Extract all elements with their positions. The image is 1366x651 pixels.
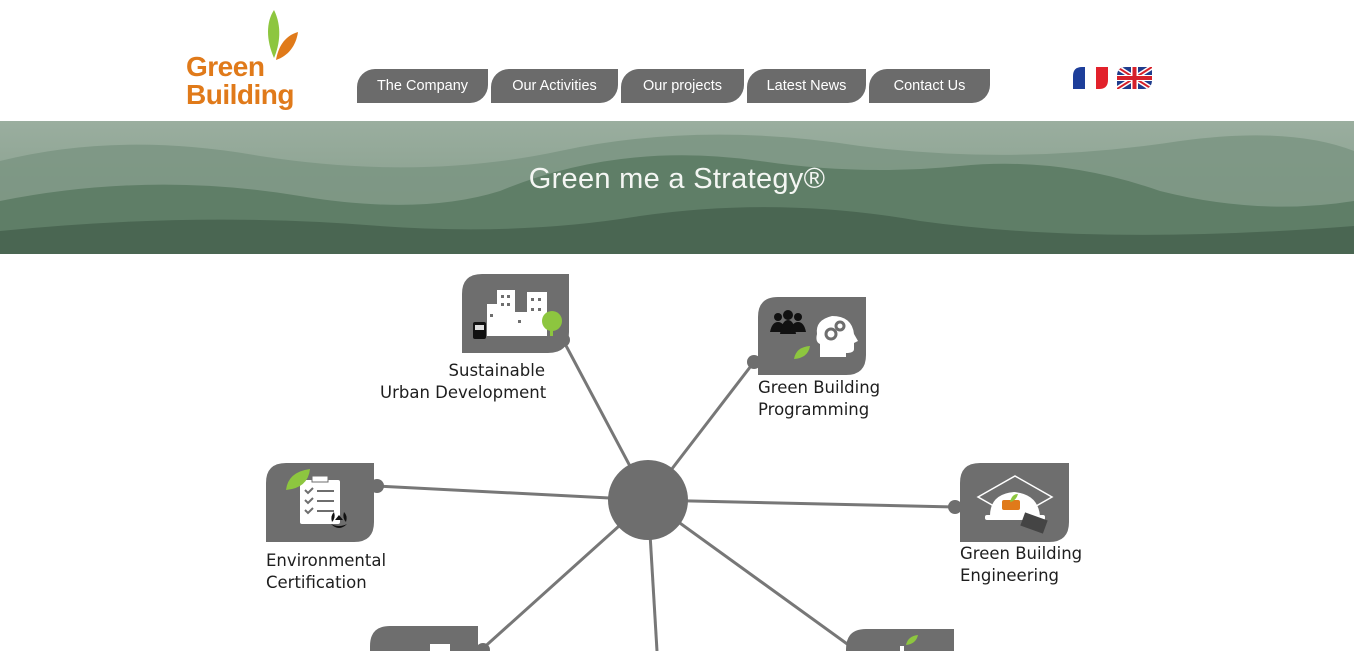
uk-flag-icon[interactable] xyxy=(1117,67,1152,89)
strategy-map: Sustainable Urban Development Green Buil… xyxy=(0,254,1354,651)
node-label-environmental-certification[interactable]: Environmental Certification xyxy=(266,550,386,594)
strategy-connectors xyxy=(266,274,1069,651)
nav-item-our-projects[interactable]: Our projects xyxy=(621,69,744,103)
bottom-left-node-icon xyxy=(370,626,478,651)
nav-item-contact-us[interactable]: Contact Us xyxy=(869,69,990,103)
nav-item-latest-news[interactable]: Latest News xyxy=(747,69,866,103)
logo-text-building: Building xyxy=(186,79,294,110)
site-header: Green Building The Company Our Activitie… xyxy=(0,0,1366,121)
node-label-line: Green Building xyxy=(960,544,1083,563)
node-label-line: Urban Development xyxy=(380,383,547,402)
nav-item-our-activities[interactable]: Our Activities xyxy=(491,69,618,103)
bottom-right-node-icon xyxy=(846,629,954,651)
french-flag-icon[interactable] xyxy=(1073,67,1108,89)
node-label-line: Sustainable xyxy=(448,361,545,380)
node-label-sustainable-urban-development[interactable]: Sustainable Urban Development xyxy=(380,360,547,404)
mountain-background xyxy=(0,121,1354,254)
green-building-logo[interactable]: Green Building xyxy=(184,8,304,114)
banner-title: Green me a Strategy® xyxy=(528,163,826,195)
strategy-center-hub xyxy=(608,460,688,540)
sustainable-city-icon xyxy=(462,274,569,353)
node-label-line: Engineering xyxy=(960,566,1059,585)
hero-banner: Green me a Strategy® xyxy=(0,121,1354,254)
certification-checklist-icon xyxy=(266,463,374,542)
engineering-helmet-icon xyxy=(960,463,1069,542)
node-label-green-building-engineering[interactable]: Green Building Engineering xyxy=(960,543,1082,587)
leaf-logo-icon xyxy=(268,10,298,60)
node-label-line: Certification xyxy=(266,573,367,592)
node-label-line: Green Building xyxy=(758,378,881,397)
node-label-line: Environmental xyxy=(266,551,387,570)
node-label-line: Programming xyxy=(758,400,870,419)
team-brain-gears-icon xyxy=(758,297,866,375)
logo-text-green: Green xyxy=(186,51,265,82)
nav-item-the-company[interactable]: The Company xyxy=(357,69,488,103)
node-label-green-building-programming[interactable]: Green Building Programming xyxy=(758,377,880,421)
